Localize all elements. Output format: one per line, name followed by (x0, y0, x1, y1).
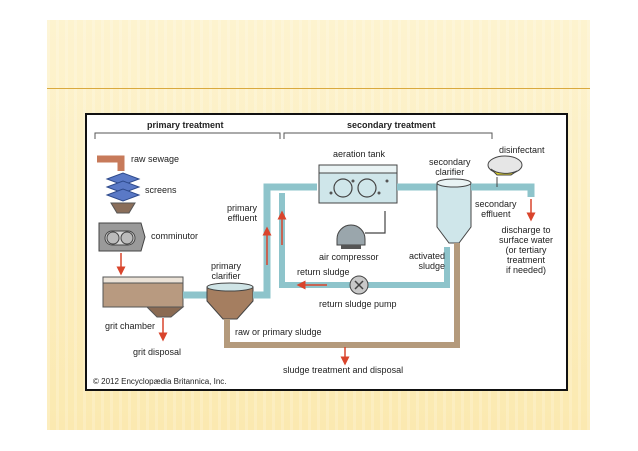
primary-clarifier-tank (206, 282, 254, 320)
copyright-notice: © 2012 Encyclopædia Britannica, Inc. (93, 377, 227, 386)
wastewater-treatment-diagram: primary treatment secondary treatment ra… (85, 113, 568, 391)
label-aeration-tank: aeration tank (333, 149, 386, 159)
label-sludge-treatment: sludge treatment and disposal (283, 365, 404, 375)
label-comminutor: comminutor (151, 231, 199, 241)
label-discharge: discharge to surface water (or tertiary … (499, 225, 554, 275)
label-air-compressor: air compressor (319, 252, 379, 262)
grit-chamber-tank (102, 276, 185, 318)
label-secondary-effluent: secondary effluent (475, 199, 517, 219)
label-activated-sludge: activated sludge (409, 251, 446, 271)
secondary-effluent-pipe (471, 183, 535, 197)
label-secondary-clarifier: secondary clarifier (429, 157, 471, 177)
aeration-tank (318, 164, 398, 204)
label-raw-sewage: raw sewage (131, 154, 180, 164)
label-primary-effluent: primary effluent (227, 203, 258, 223)
label-grit-disposal: grit disposal (133, 347, 182, 357)
label-return-sludge: return sludge (297, 267, 350, 277)
label-screens: screens (145, 185, 177, 195)
label-primary-clarifier: primary clarifier (211, 261, 242, 281)
return-sludge-pump-icon (349, 275, 369, 295)
air-compressor-icon (336, 211, 386, 249)
secondary-clarifier-tank (436, 178, 472, 244)
label-return-sludge-pump: return sludge pump (319, 299, 397, 309)
secondary-bracket (283, 132, 493, 139)
section-primary-treatment: primary treatment (147, 120, 224, 130)
comminutor-icon (98, 222, 146, 252)
diagram-graphics (94, 132, 536, 366)
raw-sewage-pipe (97, 155, 125, 171)
title-divider (47, 88, 590, 89)
label-grit-chamber: grit chamber (105, 321, 156, 331)
label-disinfectant: disinfectant (499, 145, 545, 155)
section-secondary-treatment: secondary treatment (347, 120, 436, 130)
sludge-line-pipe (224, 243, 460, 348)
screens-icon (105, 172, 141, 214)
disinfectant-icon (487, 155, 523, 187)
label-raw-or-primary-sludge: raw or primary sludge (235, 327, 322, 337)
primary-bracket (94, 132, 281, 139)
